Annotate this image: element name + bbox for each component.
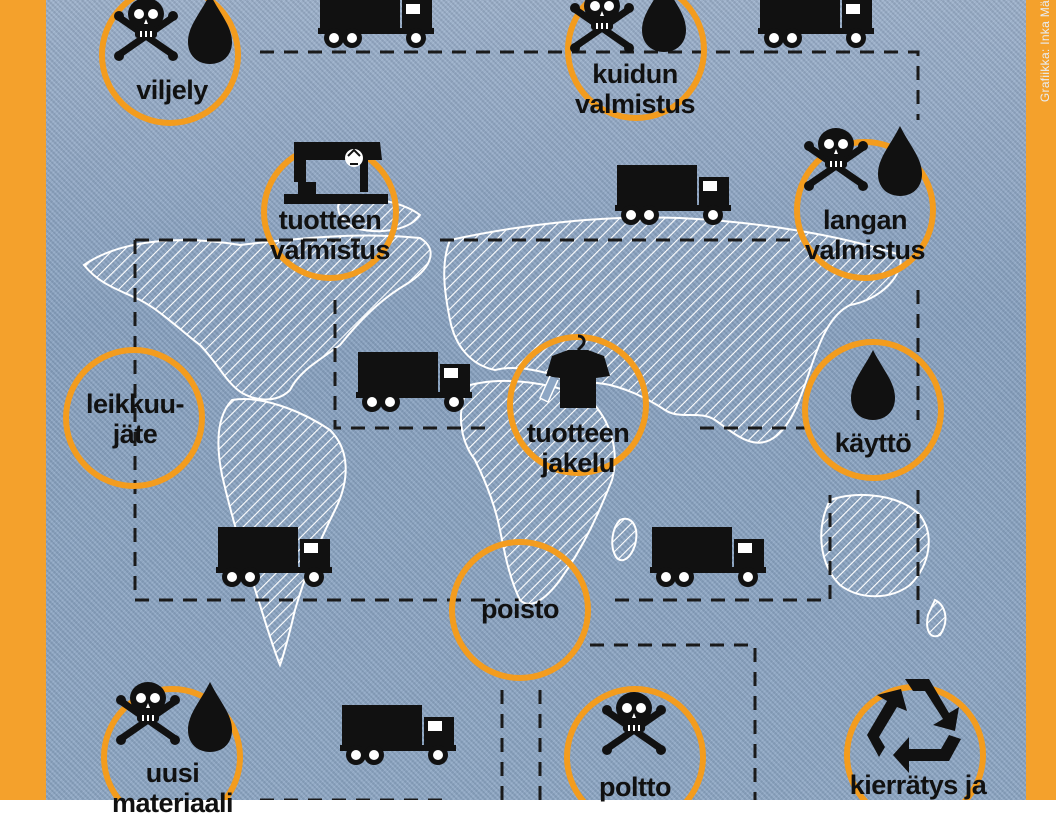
stage-label-tuotteen-valmistus: tuotteen valmistus: [269, 205, 391, 265]
graphic-credit: Grafiikka: Inka Mä: [1038, 0, 1052, 103]
recycle-icon: [867, 679, 961, 773]
skull-crossbones-icon: [602, 692, 666, 755]
ring-viljely: [99, 0, 241, 126]
stage-label-leikkuujate: leikkuu- jäte: [85, 389, 185, 449]
stage-label-poltto: poltto: [599, 772, 671, 802]
stage-label-langan-valmistus: langan valmistus: [804, 205, 926, 265]
truck-icon: [650, 527, 766, 587]
sewing-machine-icon: [284, 142, 388, 204]
truck-icon: [318, 0, 434, 48]
ring-poltto: [564, 686, 706, 800]
stage-label-uusi-materiaali: uusi materiaali: [111, 758, 234, 818]
ring-leikkuujate: [63, 347, 205, 489]
lifecycle-graphic: [63, 0, 986, 800]
stage-label-tuotteen-jakelu: tuotteen jakelu: [526, 418, 630, 478]
stage-label-kuidun-valmistus: kuidun valmistus: [574, 59, 696, 119]
water-drop-icon: [188, 0, 232, 64]
ring-uusi-materiaali: [101, 686, 243, 800]
truck-icon: [758, 0, 874, 48]
water-drop-icon: [878, 126, 922, 196]
ring-poisto: [449, 539, 591, 681]
water-drop-icon: [851, 350, 895, 420]
shirt-on-hanger-icon: [539, 334, 610, 408]
skull-crossbones-icon: [804, 128, 868, 191]
route-lines: [133, 50, 920, 800]
stage-label-kierratys: kierrätys ja: [849, 770, 987, 800]
stage-label-viljely: viljely: [136, 75, 208, 105]
truck-icon: [356, 352, 472, 412]
truck-icon: [615, 165, 731, 225]
stage-label-kaytto: käyttö: [834, 428, 912, 458]
ring-kaytto: [802, 339, 944, 481]
stage-label-poisto: poisto: [481, 594, 560, 624]
skull-crossbones-icon: [570, 0, 634, 53]
water-drop-icon: [642, 0, 686, 52]
truck-icon: [340, 705, 456, 765]
ring-kuidun-valmistus: [565, 0, 707, 121]
